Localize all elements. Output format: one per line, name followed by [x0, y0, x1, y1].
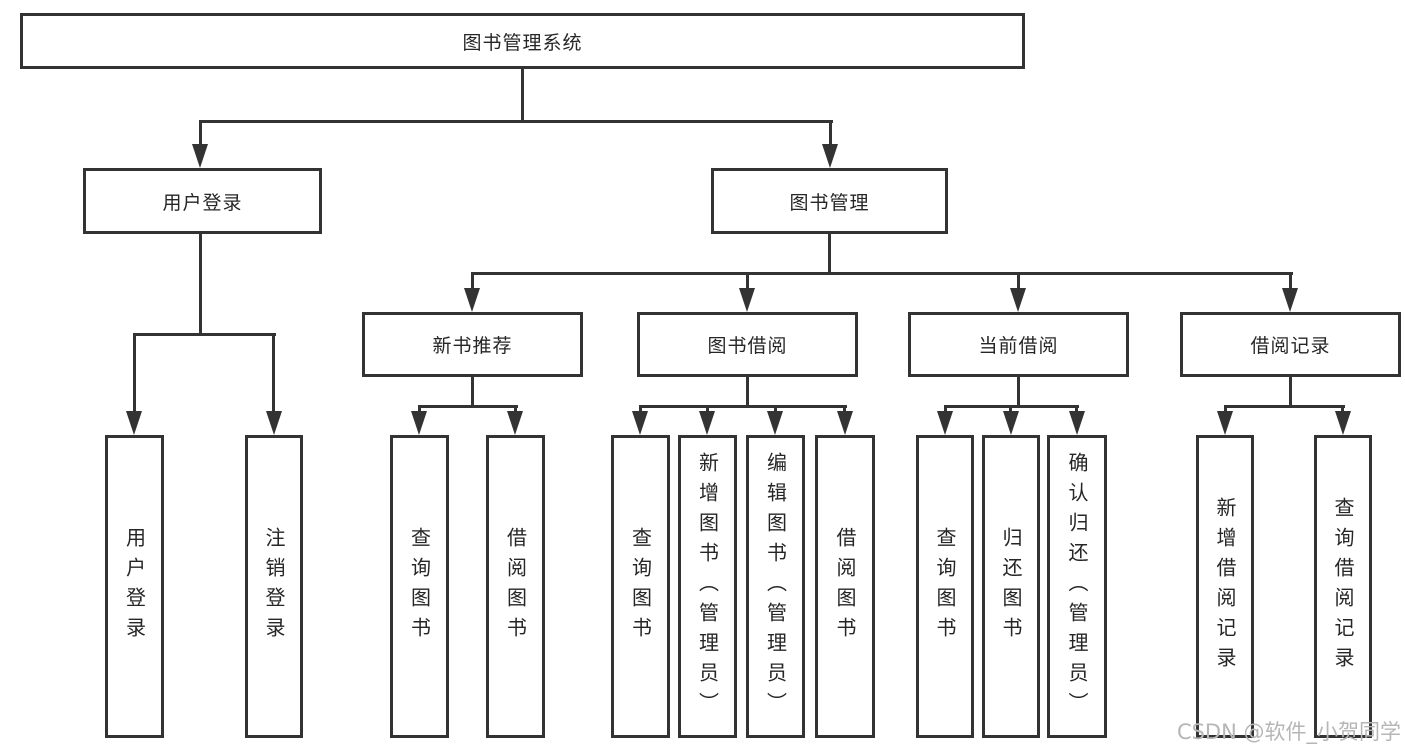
- node-logout: 注销登录: [245, 435, 303, 738]
- connector-line: [639, 405, 642, 415]
- arrowhead-down-icon: [1003, 411, 1019, 435]
- connector-line: [1017, 375, 1020, 407]
- arrowhead-down-icon: [126, 411, 142, 435]
- connector-line: [843, 405, 846, 415]
- connector-line: [199, 120, 833, 123]
- connector-line: [133, 333, 276, 336]
- node-query-books-current: 查询图书: [916, 435, 974, 738]
- node-library-management-system: 图书管理系统: [20, 13, 1025, 69]
- node-confirm-return-admin: 确认归还（管理员）: [1047, 435, 1107, 738]
- node-label: 查询图书: [628, 526, 653, 647]
- node-query-books-borrowing: 查询图书: [611, 435, 670, 738]
- node-return-books: 归还图书: [982, 435, 1040, 738]
- node-label: 用户登录: [122, 526, 147, 647]
- connector-line: [1289, 272, 1292, 290]
- arrowhead-down-icon: [411, 411, 427, 435]
- connector-line: [199, 120, 202, 148]
- connector-line: [418, 405, 421, 415]
- arrowhead-down-icon: [937, 411, 953, 435]
- arrowhead-down-icon: [767, 411, 783, 435]
- node-query-borrow-record: 查询借阅记录: [1314, 435, 1372, 738]
- arrowhead-down-icon: [266, 411, 282, 435]
- node-label: 当前借阅: [978, 335, 1059, 357]
- connector-line: [471, 272, 1293, 275]
- connector-line: [828, 232, 831, 274]
- arrowhead-down-icon: [464, 288, 480, 312]
- arrowhead-down-icon: [699, 411, 715, 435]
- arrowhead-down-icon: [739, 288, 755, 312]
- arrowhead-down-icon: [1335, 411, 1351, 435]
- connector-line: [706, 405, 709, 415]
- node-label: 查询图书: [407, 526, 432, 647]
- node-current-borrowing: 当前借阅: [908, 312, 1129, 377]
- node-query-books-recommend: 查询图书: [390, 435, 449, 738]
- node-edit-books-admin: 编辑图书（管理员）: [746, 435, 805, 738]
- arrowhead-down-icon: [507, 411, 523, 435]
- connector-line: [774, 405, 777, 415]
- connector-line: [944, 405, 947, 415]
- csdn-watermark: CSDN @软件_小贺同学: [1176, 720, 1401, 744]
- node-label: 查询借阅记录: [1331, 496, 1355, 677]
- node-label: 图书管理: [789, 191, 870, 214]
- node-label: 借阅记录: [1250, 335, 1331, 357]
- arrowhead-down-icon: [1217, 411, 1233, 435]
- connector-line: [1224, 405, 1227, 415]
- arrowhead-down-icon: [837, 411, 853, 435]
- node-book-borrowing: 图书借阅: [637, 312, 858, 377]
- connector-line: [199, 232, 202, 335]
- node-book-management: 图书管理: [711, 168, 948, 234]
- connector-line: [639, 405, 847, 408]
- connector-line: [471, 375, 474, 407]
- node-user-login-action: 用户登录: [105, 435, 164, 738]
- node-label: 注销登录: [262, 526, 286, 647]
- connector-line: [1224, 405, 1345, 408]
- node-add-borrow-record: 新增借阅记录: [1196, 435, 1254, 738]
- arrowhead-down-icon: [192, 144, 208, 168]
- node-label: 借阅图书: [833, 526, 857, 647]
- node-borrow-books: 借阅图书: [815, 435, 875, 738]
- connector-line: [746, 272, 749, 290]
- connector-line: [1009, 405, 1012, 415]
- connector-line: [418, 405, 518, 408]
- connector-line: [1017, 272, 1020, 290]
- arrowhead-down-icon: [632, 411, 648, 435]
- node-borrowing-records: 借阅记录: [1180, 312, 1401, 377]
- connector-line: [521, 68, 524, 123]
- connector-line: [829, 120, 832, 148]
- node-label: 查询图书: [933, 526, 957, 647]
- node-label: 图书管理系统: [462, 31, 583, 54]
- node-label: 编辑图书（管理员）: [763, 451, 788, 722]
- connector-line: [746, 375, 749, 407]
- connector-line: [1341, 405, 1344, 415]
- node-label: 归还图书: [999, 526, 1023, 647]
- node-add-books-admin: 新增图书（管理员）: [678, 435, 737, 738]
- node-borrow-books-recommend: 借阅图书: [486, 435, 545, 738]
- node-label: 新增图书（管理员）: [695, 451, 720, 722]
- connector-line: [1075, 405, 1078, 415]
- connector-line: [133, 333, 136, 413]
- node-label: 新增借阅记录: [1213, 496, 1237, 677]
- node-label: 借阅图书: [503, 526, 528, 647]
- connector-line: [514, 405, 517, 415]
- node-label: 用户登录: [162, 191, 243, 214]
- node-label: 新书推荐: [432, 335, 513, 357]
- connector-line: [1289, 375, 1292, 407]
- connector-line: [272, 333, 275, 413]
- node-new-book-recommendation: 新书推荐: [362, 312, 583, 377]
- arrowhead-down-icon: [1010, 288, 1026, 312]
- node-label: 确认归还（管理员）: [1065, 451, 1089, 722]
- node-label: 图书借阅: [707, 335, 788, 357]
- node-user-login: 用户登录: [83, 168, 322, 234]
- arrowhead-down-icon: [822, 144, 838, 168]
- arrowhead-down-icon: [1069, 411, 1085, 435]
- arrowhead-down-icon: [1282, 288, 1298, 312]
- connector-line: [471, 272, 474, 290]
